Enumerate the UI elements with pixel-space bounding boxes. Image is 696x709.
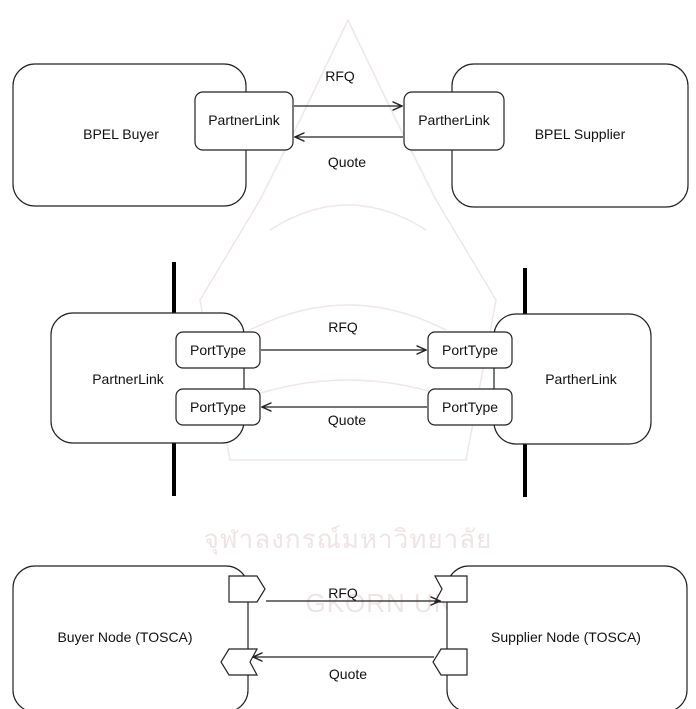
rfq-label: RFQ (325, 68, 355, 84)
supplier-node-box (446, 565, 688, 709)
porttype-left-top-label: PortType (190, 342, 246, 358)
watermark-line-1: จุฬาลงกรณ์มหาวิทยาลัย (204, 524, 493, 555)
rfq-label-ports: RFQ (328, 319, 358, 335)
porttype-left-bottom-label: PortType (190, 399, 246, 415)
right-partherlink-label: PartherLink (545, 371, 618, 387)
buyer-capability-connector (228, 575, 266, 603)
buyer-node-label: Buyer Node (TOSCA) (57, 629, 192, 645)
porttype-left-top (175, 331, 261, 369)
porttype-right-bottom (427, 388, 513, 426)
porttype-left-bottom (175, 388, 261, 426)
buyer-partnerlink-box (194, 91, 294, 151)
section-bpel-partners: BPEL Buyer BPEL Supplier PartnerLink Par… (12, 63, 689, 208)
porttype-right-top-label: PortType (442, 342, 498, 358)
supplier-partherlink-box (403, 91, 505, 151)
section-tosca-nodes: Buyer Node (TOSCA) Supplier Node (TOSCA)… (12, 565, 688, 709)
supplier-requirement-connector (433, 575, 468, 603)
buyer-node-box (12, 565, 249, 709)
buyer-requirement-connector (220, 648, 259, 676)
supplier-partherlink-label: PartherLink (418, 112, 491, 128)
section-port-types: PartnerLink PartherLink PortType PortTyp… (50, 262, 652, 497)
right-partherlink-box (493, 313, 652, 445)
supplier-node-label: Supplier Node (TOSCA) (491, 629, 641, 645)
buyer-partnerlink-label: PartnerLink (208, 112, 281, 128)
porttype-right-top (427, 331, 513, 369)
bpel-buyer-label: BPEL Buyer (83, 126, 159, 142)
quote-label-nodes: Quote (329, 666, 367, 682)
porttype-right-bottom-label: PortType (442, 399, 498, 415)
quote-label-ports: Quote (328, 412, 366, 428)
left-partnerlink-label: PartnerLink (92, 371, 165, 387)
supplier-capability-connector (432, 648, 468, 676)
quote-label: Quote (328, 154, 366, 170)
rfq-label-nodes: RFQ (328, 585, 358, 601)
bpel-supplier-label: BPEL Supplier (535, 126, 626, 142)
